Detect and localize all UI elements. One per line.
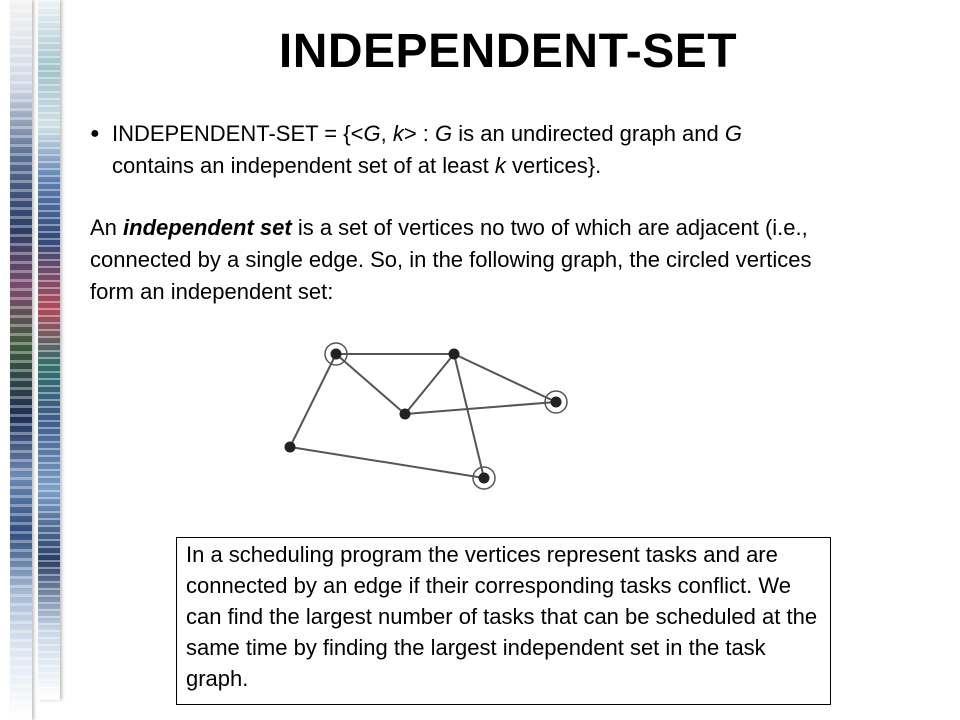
var-g: G — [724, 121, 742, 146]
graph-vertex-ring-d — [544, 390, 568, 414]
graph-edge-a-e — [289, 353, 337, 448]
graph-vertex-ring-a — [324, 342, 348, 366]
graph-vertex-a — [330, 348, 342, 360]
graph-vertex-b — [448, 348, 460, 360]
graph-vertex-d — [550, 396, 562, 408]
scheduling-note-box: In a scheduling program the vertices rep… — [176, 537, 831, 705]
bullet-marker: ● — [90, 125, 100, 142]
definition-line2-end: vertices}. — [505, 153, 602, 178]
term-independent-set: independent set — [123, 215, 292, 240]
graph-vertex-c — [399, 408, 411, 420]
example-graph — [284, 342, 568, 490]
var-k: k — [392, 121, 404, 146]
comma: , — [380, 121, 393, 146]
graph-edge-b-f — [453, 353, 485, 479]
slide-title: INDEPENDENT-SET — [278, 25, 738, 78]
var-g: G — [363, 121, 381, 146]
explanation-paragraph: An independent set is a set of vertices … — [90, 212, 850, 308]
graph-vertex-ring-f — [472, 466, 496, 490]
decorative-mosaic-strip-left — [10, 0, 32, 720]
graph-vertex-e — [284, 441, 296, 453]
paragraph-rest: is a set of vertices no two of which are… — [90, 215, 812, 304]
definition-middle: is an undirected graph and — [452, 121, 725, 146]
graph-edge-a-c — [335, 353, 406, 415]
definition-bullet: ● INDEPENDENT-SET = {<G, k> : G is an un… — [90, 118, 890, 182]
definition-line-1: INDEPENDENT-SET = {<G, k> : G is an undi… — [112, 118, 890, 150]
graph-edge-e-f — [289, 446, 485, 479]
graph-edge-b-d — [453, 353, 557, 403]
graph-edge-b-c — [404, 353, 455, 415]
var-k: k — [494, 153, 506, 178]
graph-vertex-f — [478, 472, 490, 484]
graph-edge-c-d — [404, 401, 557, 415]
paragraph-lead: An — [90, 215, 124, 240]
var-g: G — [435, 121, 453, 146]
definition-line-2: contains an independent set of at least … — [112, 150, 890, 182]
definition-prefix: INDEPENDENT-SET = {< — [112, 121, 364, 146]
decorative-mosaic-strip-right — [38, 0, 60, 700]
definition-colon: > : — [403, 121, 435, 146]
definition-line2-start: contains an independent set of at least — [112, 153, 495, 178]
